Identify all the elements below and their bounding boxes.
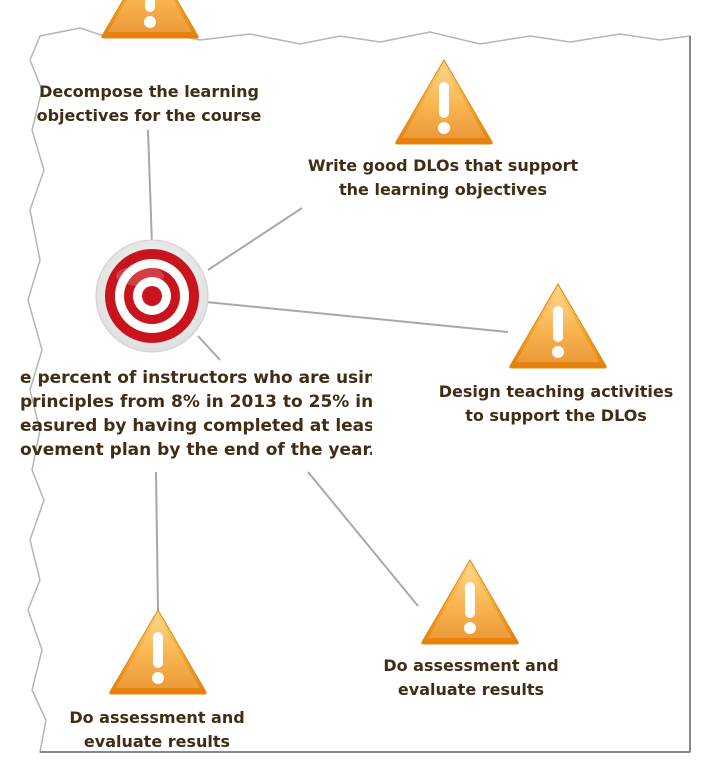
- node-label-decompose: Decompose the learning objectives for th…: [36, 82, 262, 125]
- goal-statement: e percent of instructors who are using p…: [20, 366, 372, 466]
- goal-line-1: e percent of instructors who are using: [20, 368, 372, 388]
- torn-paper-frame: [27, 27, 691, 753]
- connectors: [147, 129, 509, 611]
- goal-line-2: principles from 8% in 2013 to 25% in: [20, 392, 372, 412]
- goal-line-3: easured by having completed at least: [20, 416, 372, 436]
- connector-design: [205, 301, 509, 333]
- warning-icon-decompose: [101, 0, 199, 39]
- connector-decompose: [147, 129, 153, 246]
- node-label-write-dlos: Write good DLOs that support the learnin…: [307, 156, 579, 199]
- node-label-assess-right: Do assessment and evaluate results: [383, 656, 559, 699]
- connector-assess-right: [307, 471, 419, 607]
- goal-line-4: ovement plan by the end of the year.: [20, 440, 372, 460]
- node-label-assess-left: Do assessment and evaluate results: [69, 708, 245, 751]
- node-label-design: Design teaching activities to support th…: [438, 382, 674, 425]
- connector-write-dlos: [207, 207, 303, 271]
- connector-assess-left: [155, 471, 159, 611]
- connector-goal-text: [197, 335, 221, 361]
- target-icon: [95, 239, 209, 353]
